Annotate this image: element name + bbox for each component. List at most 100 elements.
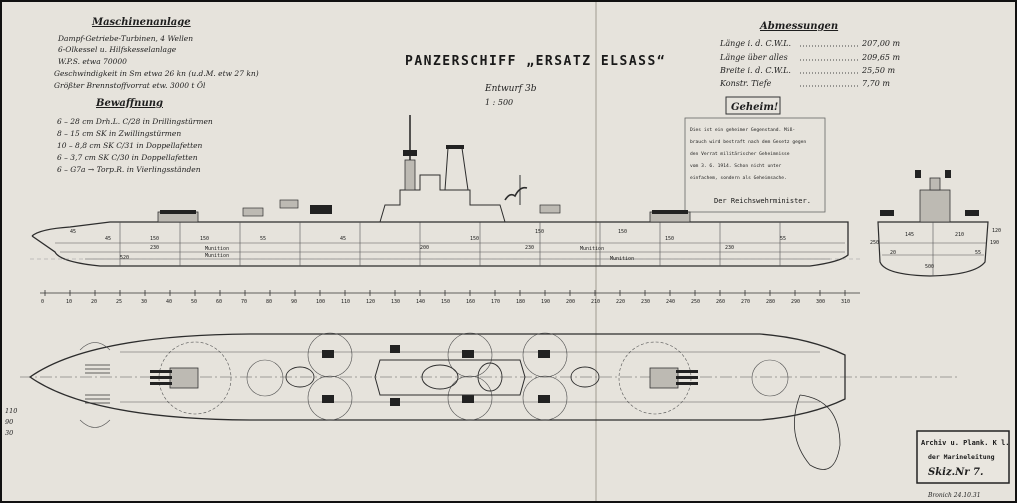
armament-line: 6 – 28 cm Drh.L. C/28 in Drillingstürmen bbox=[57, 117, 213, 126]
secondary-turret bbox=[539, 204, 561, 214]
dimension-row: Länge über alles 209,65 m bbox=[719, 53, 901, 62]
signature: Bronich 24.10.31 bbox=[927, 492, 981, 499]
archive-stamp-line: Archiv u. Plank. K l. bbox=[921, 439, 1010, 447]
secondary-turret bbox=[310, 205, 332, 214]
dimension-value: 207,00 m bbox=[861, 39, 901, 48]
turret-aft-plan bbox=[169, 367, 199, 389]
geheim-box bbox=[725, 96, 781, 115]
fire-control-top bbox=[403, 150, 417, 156]
frame-number: 260 bbox=[716, 299, 725, 305]
dimensions-heading: Abmessungen bbox=[759, 21, 838, 32]
profile-dim: 230 bbox=[725, 245, 734, 251]
turret-gun-barrels bbox=[160, 210, 196, 214]
dimension-row: Länge i. d. C.W.L. 207,00 m bbox=[719, 39, 901, 48]
funnel bbox=[444, 147, 469, 191]
dimension-value: 7,70 m bbox=[862, 79, 890, 88]
dimension-value: 25,50 m bbox=[861, 66, 895, 75]
bulkheads bbox=[119, 222, 781, 266]
superstructure bbox=[379, 174, 506, 223]
section-superstructure bbox=[919, 189, 951, 223]
geheim-label: Geheim! bbox=[731, 102, 778, 113]
frame-number: 70 bbox=[241, 299, 247, 305]
machinery-line: Dampf-Getriebe-Turbinen, 4 Wellen bbox=[57, 34, 193, 43]
funnel-plan bbox=[421, 364, 459, 390]
frame-number: 30 bbox=[141, 299, 147, 305]
ship-profile: Munition Munition Munition Munition 150 … bbox=[30, 115, 860, 267]
dimension-row: Konstr. Tiefe 7,70 m bbox=[719, 79, 890, 88]
munition-label: Munition bbox=[205, 246, 229, 252]
dimension-label: Länge über alles bbox=[719, 53, 788, 62]
machinery-line: W.P.S. etwa 70000 bbox=[58, 57, 127, 66]
section-funnel bbox=[929, 177, 941, 191]
turret-forward-plan bbox=[649, 367, 679, 389]
section-dim: 500 bbox=[925, 264, 934, 270]
profile-dim: 200 bbox=[420, 245, 429, 251]
machinery-line: 6-Olkessel u. Hilfskesselanlage bbox=[58, 45, 177, 54]
hull-outline bbox=[31, 232, 849, 267]
profile-dim: 55 bbox=[780, 236, 786, 242]
scale-label: 1 : 500 bbox=[485, 98, 513, 107]
frame-number: 310 bbox=[841, 299, 850, 305]
profile-dim: 45 bbox=[340, 236, 346, 242]
pencil-sketch-loop bbox=[794, 394, 841, 470]
frame-number: 10 bbox=[66, 299, 72, 305]
notice-signature: Der Reichswehrminister. bbox=[714, 197, 811, 205]
dimension-label: Länge i. d. C.W.L. bbox=[719, 39, 791, 48]
section-dim: 55 bbox=[975, 250, 981, 256]
notice-line: Dies ist ein geheimer Gegenstand. Miß- bbox=[690, 127, 795, 133]
section-turret bbox=[965, 210, 979, 216]
frame-number: 300 bbox=[816, 299, 825, 305]
dimension-row: Breite i. d. C.W.L. 25,50 m bbox=[719, 66, 895, 75]
ship-plan-view bbox=[20, 332, 960, 470]
torpedo-arc bbox=[79, 342, 111, 428]
section-mast bbox=[945, 170, 951, 178]
frame-number: 270 bbox=[741, 299, 750, 305]
dimension-value: 209,65 m bbox=[861, 53, 901, 62]
profile-dim: 150 bbox=[535, 229, 544, 235]
funnel-cap bbox=[446, 145, 464, 149]
frame-number: 240 bbox=[666, 299, 675, 305]
deck-line bbox=[31, 221, 849, 237]
section-hull bbox=[877, 221, 989, 277]
munition-label: Munition bbox=[580, 246, 604, 252]
fwd-structure-plan bbox=[570, 366, 600, 388]
secondary-turret-blocks bbox=[322, 345, 550, 406]
frame-number: 190 bbox=[541, 299, 550, 305]
profile-dim: 45 bbox=[70, 229, 76, 235]
margin-note: 110 bbox=[5, 407, 17, 415]
section-dim: 190 bbox=[990, 240, 999, 246]
profile-dim: 150 bbox=[618, 229, 627, 235]
section-turret bbox=[880, 210, 894, 216]
profile-dim: 55 bbox=[260, 236, 266, 242]
frame-number: 0 bbox=[41, 299, 44, 305]
section-dim: 120 bbox=[992, 228, 1001, 234]
frame-number: 220 bbox=[616, 299, 625, 305]
armament-line: 6 – 3,7 cm SK C/30 in Doppellafetten bbox=[57, 153, 198, 162]
margin-note: 30 bbox=[5, 429, 13, 437]
section-mast bbox=[915, 170, 921, 178]
frame-number: 210 bbox=[591, 299, 600, 305]
frame-number: 280 bbox=[766, 299, 775, 305]
section-dim: 20 bbox=[890, 250, 896, 256]
superstructure-plan bbox=[374, 359, 526, 396]
frame-number: 290 bbox=[791, 299, 800, 305]
profile-dim: 230 bbox=[150, 245, 159, 251]
frame-number: 170 bbox=[491, 299, 500, 305]
profile-dim: 150 bbox=[150, 236, 159, 242]
turret-gun-barrels bbox=[652, 210, 688, 214]
profile-dim: 150 bbox=[470, 236, 479, 242]
frame-number: 110 bbox=[341, 299, 350, 305]
frame-number: 90 bbox=[291, 299, 297, 305]
section-dim: 250 bbox=[870, 240, 879, 246]
boat-deck-plan bbox=[477, 362, 503, 392]
frame-number: 60 bbox=[216, 299, 222, 305]
notice-line: brauch wird bestraft nach dem Gesetz geg… bbox=[690, 139, 806, 145]
secondary-turret bbox=[242, 207, 264, 217]
profile-dim: 45 bbox=[105, 236, 111, 242]
machinery-heading: Maschinenanlage bbox=[91, 17, 191, 28]
armament-line: 6 – G7a → Torp.R. in Vierlingsständen bbox=[57, 165, 201, 174]
